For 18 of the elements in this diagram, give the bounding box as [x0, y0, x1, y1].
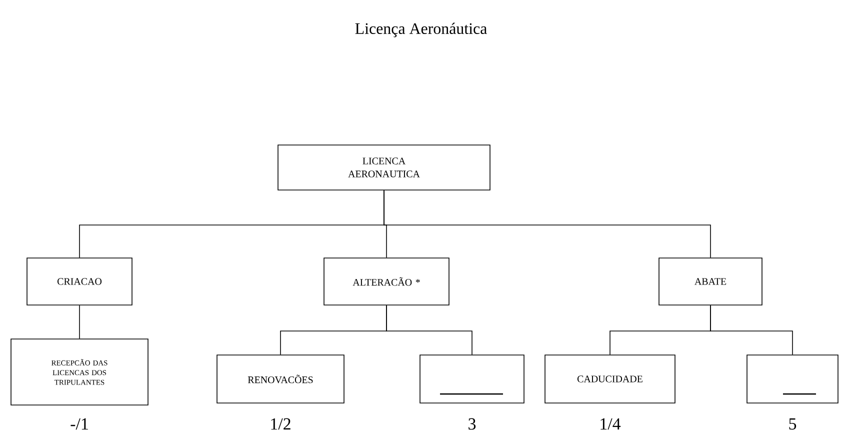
reference-number: 5 — [789, 418, 796, 430]
label-box: CRIACAO — [26, 258, 132, 306]
reference-number: 1/2 — [271, 418, 290, 430]
blank-box — [420, 354, 524, 404]
label-box: LICENCA AERONAUTICA — [278, 144, 490, 190]
connector-line — [386, 305, 472, 355]
label-box: ALTERACÃO * — [324, 258, 450, 306]
blank-box — [746, 354, 838, 404]
reference-number: 3 — [468, 418, 476, 430]
connector-line — [710, 305, 793, 355]
title: Licença Aeronáutica — [355, 22, 487, 38]
reference-number: -/1 — [70, 418, 88, 430]
connector-line — [384, 190, 711, 258]
label-box: CADUCIDADE — [544, 354, 676, 404]
reference-number: 1/4 — [600, 418, 621, 430]
label-box: RENOVACÕES — [216, 354, 344, 404]
connector-line — [79, 305, 80, 339]
label-box: ABATE — [658, 258, 762, 306]
